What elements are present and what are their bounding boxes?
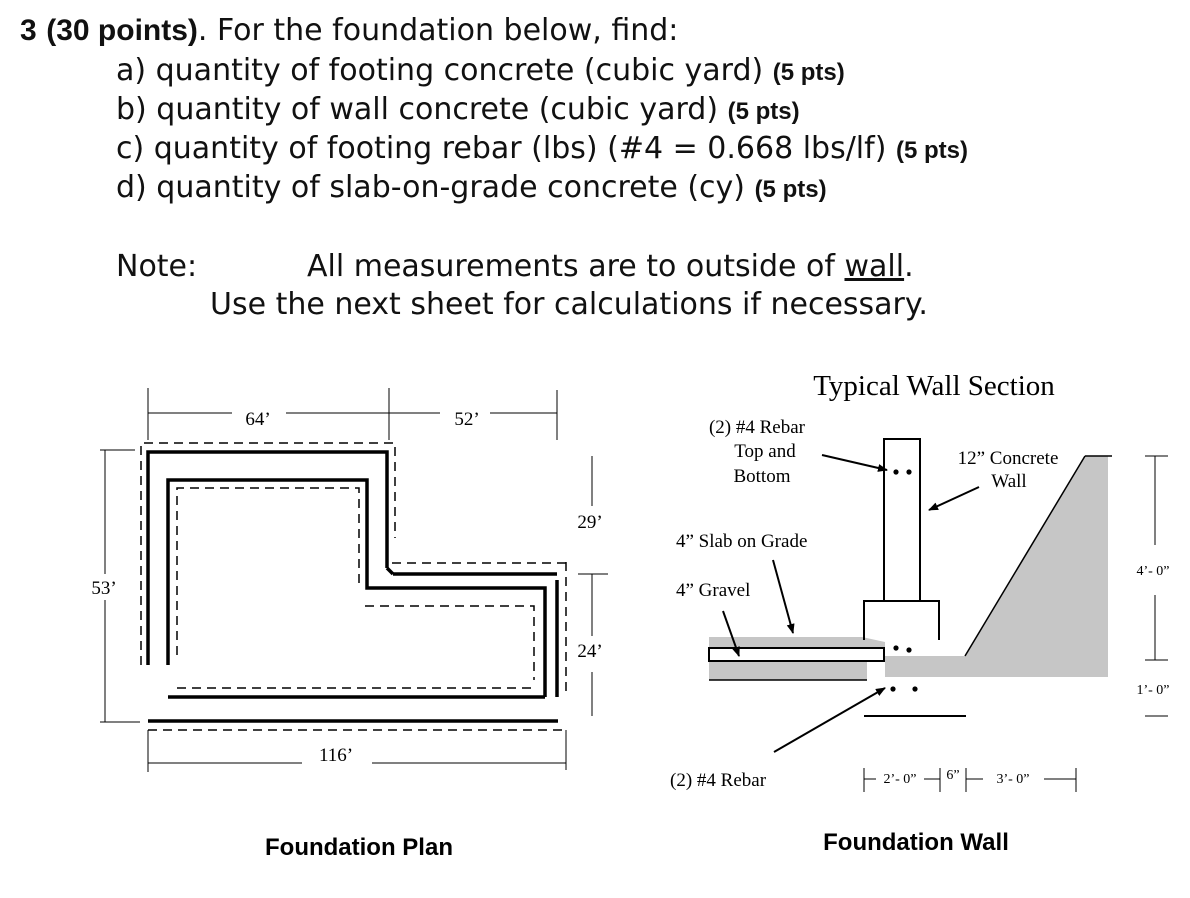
rebar-dot (890, 686, 896, 692)
plan-dim-right-upper: 29’ (577, 512, 602, 533)
label-slab: 4” Slab on Grade (676, 531, 807, 552)
note-line-2: Use the next sheet for calculations if n… (210, 287, 928, 322)
section-title: Typical Wall Section (813, 370, 1055, 402)
label-rebar-top-1: (2) #4 Rebar (709, 417, 806, 438)
rebar-dot (912, 686, 918, 692)
leader-rebar-bottom (773, 687, 886, 753)
wall-section (708, 438, 1168, 792)
soil-slope-edge (964, 455, 1086, 657)
label-rebar-top-2: Top and (734, 441, 796, 462)
label-wall-2: Wall (991, 471, 1026, 492)
footing-outer-dashed (140, 442, 396, 665)
label-rebar-bottom: (2) #4 Rebar (670, 770, 767, 791)
slab-on-grade (708, 647, 885, 662)
plan-caption: Foundation Plan (265, 834, 453, 861)
plan-dim-top-left: 64’ (245, 409, 270, 430)
plan-dim-right-lower: 24’ (577, 641, 602, 662)
note-text-after: . (904, 249, 914, 284)
footing-inner-dashed (176, 487, 360, 655)
dim-left-width: 2’- 0” (883, 772, 916, 787)
plan-dim-bottom: 116’ (319, 745, 353, 766)
dim-right-width: 3’- 0” (996, 772, 1029, 787)
item-d-points: (5 pts) (754, 176, 827, 203)
rebar-dot (893, 469, 899, 475)
dim-height: 4’- 0” (1136, 564, 1169, 579)
note-underlined-word: wall (844, 249, 905, 284)
item-c-points: (5 pts) (895, 137, 968, 164)
wall-inner (166, 478, 547, 697)
wall-outer-corner (385, 566, 395, 576)
wall-outer (146, 450, 389, 665)
foundation-plan (100, 388, 608, 772)
item-d-text: d) quantity of slab-on-grade concrete (c… (116, 170, 746, 205)
item-b-text: b) quantity of wall concrete (cubic yard… (116, 92, 719, 127)
note-text: All measurements are to outside of wall. (307, 252, 914, 282)
question-item-d: d) quantity of slab-on-grade concrete (c… (116, 173, 827, 203)
dim-wall-offset: 6” (946, 768, 959, 783)
question-item-a: a) quantity of footing concrete (cubic y… (116, 56, 845, 86)
note-label: Note: (116, 249, 198, 284)
item-a-points: (5 pts) (772, 59, 845, 86)
item-b-points: (5 pts) (727, 98, 800, 125)
plan-dim-top-right: 52’ (454, 409, 479, 430)
footing-inner-dashed (365, 605, 535, 680)
label-wall-1: 12” Concrete (958, 448, 1059, 469)
item-a-text: a) quantity of footing concrete (cubic y… (116, 53, 764, 88)
rebar-dot (893, 645, 899, 651)
note-text-before: All measurements are to outside of (307, 249, 845, 284)
question-number: 3 (20, 14, 37, 47)
leader-rebar-top (821, 454, 888, 472)
item-c-text: c) quantity of footing rebar (lbs) (#4 =… (116, 131, 887, 166)
footing (863, 600, 940, 640)
concrete-wall (883, 438, 921, 602)
dim-footing-depth: 1’- 0” (1136, 683, 1169, 698)
leader-slab (772, 559, 795, 634)
question-item-c: c) quantity of footing rebar (lbs) (#4 =… (116, 134, 968, 164)
rebar-dot (906, 647, 912, 653)
rebar-dot (906, 469, 912, 475)
leader-wall (928, 486, 980, 511)
plan-dim-left: 53’ (91, 578, 116, 599)
label-rebar-top-3: Bottom (733, 466, 790, 487)
leader-gravel (722, 610, 740, 657)
question-item-b: b) quantity of wall concrete (cubic yard… (116, 95, 800, 125)
question-header: 3 (30 points). For the foundation below,… (20, 16, 678, 46)
label-gravel: 4” Gravel (676, 580, 750, 601)
section-caption: Foundation Wall (823, 829, 1009, 856)
question-points: (30 points) (46, 14, 198, 47)
question-intro: . For the foundation below, find: (197, 13, 679, 48)
gravel-lower (709, 662, 867, 680)
